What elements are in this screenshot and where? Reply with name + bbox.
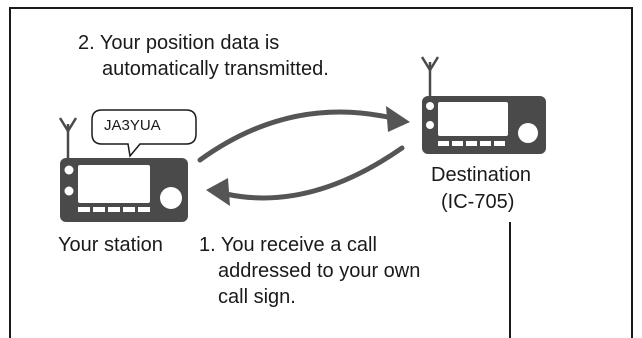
callout-bottom-line2: addressed to your own: [218, 260, 421, 282]
callout-bottom-line1: 1. You receive a call: [199, 234, 377, 256]
destination-label-line1: Destination: [431, 164, 532, 186]
callout-top-line1: 2. Your position data is: [78, 32, 280, 54]
your-station-radio-icon: [58, 117, 188, 222]
destination-label-line2: (IC-705): [441, 191, 515, 213]
frame-border: [9, 7, 633, 338]
call-sign-label: JA3YUA: [104, 117, 161, 134]
receive-arrow: [206, 145, 405, 206]
callout-bottom-line3: call sign.: [218, 286, 296, 308]
your-station-label: Your station: [58, 234, 163, 256]
call-sign-bubble: [91, 109, 197, 158]
transmit-arrow: [197, 106, 410, 163]
destination-radio-icon: [420, 56, 546, 154]
callout-top-line2: automatically transmitted.: [102, 58, 329, 80]
